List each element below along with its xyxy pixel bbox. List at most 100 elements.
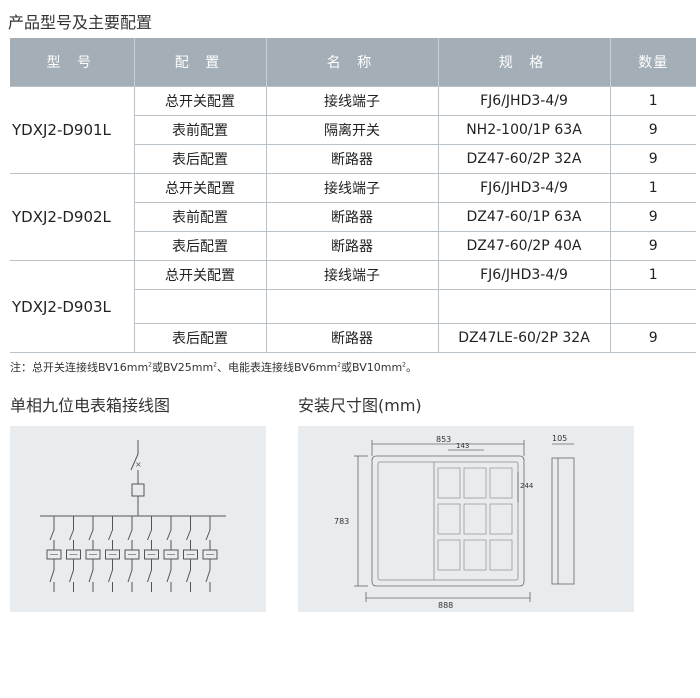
wiring-diagram-panel: × [10,426,266,612]
breaker-contact [127,569,133,583]
box-side-view [551,457,575,585]
dim-width-top: 853 [436,435,451,444]
header-config: 配 置 [134,38,267,87]
breaker-contact [166,569,172,583]
config-cell [134,289,267,324]
section-title-wiring-diagram: 单相九位电表箱接线图 [10,396,171,415]
spec-cell: FJ6/JHD3-4/9 [438,260,611,290]
model-cell: YDXJ2-D903L [10,260,135,353]
meter-bay [489,467,513,499]
dimension-drawing: 853 143 105 783 244 888 [334,434,575,610]
qty-cell: 9 [610,202,696,232]
box-front-view [371,455,525,587]
spec-cell: DZ47LE-60/2P 32A [438,323,611,353]
breaker-contact [186,569,191,583]
spec-table: 型 号 配 置 名 称 规 格 数量 YDXJ2-D901L 总开关配置 接线端… [10,38,696,353]
breaker-contact [147,569,152,583]
config-cell: 表后配置 [134,323,267,353]
table-row: YDXJ2-D902L 总开关配置 接线端子 FJ6/JHD3-4/9 1 [10,173,696,261]
main-switch-contact [130,453,139,471]
name-cell: 接线端子 [266,260,439,290]
dim-depth: 105 [552,434,567,443]
meter-bay [437,503,461,535]
header-model: 型 号 [10,38,135,87]
table-row: YDXJ2-D901L 总开关配置 接线端子 FJ6/JHD3-4/9 1 [10,86,696,174]
qty-cell [610,289,696,324]
table-row [10,289,696,324]
config-cell: 总开关配置 [134,86,267,116]
svg-text:×: × [135,460,142,469]
isolator-contact [186,529,191,541]
isolator-contact [69,529,74,541]
qty-cell: 9 [610,323,696,353]
name-cell: 断路器 [266,231,439,261]
isolator-contact [166,529,172,541]
meter-bay [463,467,487,499]
meter-bays [437,467,513,571]
model-cell: YDXJ2-D902L [10,173,135,261]
dim-width-bottom: 888 [438,601,453,610]
isolator-contact [108,529,113,541]
table-header-row: 型 号 配 置 名 称 规 格 数量 [10,38,696,87]
meter-branches [46,516,218,592]
meter-bay [489,503,513,535]
meter-bay [463,539,487,571]
dim-height: 783 [334,517,349,526]
spec-cell: FJ6/JHD3-4/9 [438,86,611,116]
qty-cell: 9 [610,115,696,145]
header-qty: 数量 [610,38,696,87]
qty-cell: 1 [610,86,696,116]
dim-bay-height: 244 [520,482,534,490]
table-row: 表前配置 断路器 DZ47-60/1P 63A 9 [10,202,696,232]
table-row: 表后配置 断路器 DZ47-60/2P 40A 9 [10,231,696,261]
dim-inner-width: 143 [456,442,469,450]
spec-cell: NH2-100/1P 63A [438,115,611,145]
section-title-install-dimensions: 安装尺寸图(mm) [298,396,422,415]
isolator-contact [88,529,94,541]
wiring-diagram: × [40,440,226,592]
dimension-panel: 853 143 105 783 244 888 [298,426,634,612]
meter-bay [463,503,487,535]
name-cell: 断路器 [266,323,439,353]
spec-cell: DZ47-60/2P 32A [438,144,611,174]
spec-cell: DZ47-60/2P 40A [438,231,611,261]
config-cell: 表前配置 [134,115,267,145]
spec-cell [438,289,611,324]
config-cell: 表后配置 [134,231,267,261]
name-cell: 隔离开关 [266,115,439,145]
spec-cell: FJ6/JHD3-4/9 [438,173,611,203]
breaker-contact [205,569,211,583]
config-cell: 表后配置 [134,144,267,174]
header-spec: 规 格 [438,38,611,87]
spec-cell: DZ47-60/1P 63A [438,202,611,232]
config-cell: 总开关配置 [134,173,267,203]
qty-cell: 9 [610,231,696,261]
qty-cell: 9 [610,144,696,174]
meter-bay [437,539,461,571]
qty-cell: 1 [610,173,696,203]
name-cell: 断路器 [266,144,439,174]
breaker-contact [108,569,113,583]
name-cell: 接线端子 [266,86,439,116]
table-row: YDXJ2-D903L 总开关配置 接线端子 FJ6/JHD3-4/9 1 [10,260,696,353]
meter-bay [437,467,461,499]
isolator-contact [49,529,55,541]
name-cell: 断路器 [266,202,439,232]
meter-bay [489,539,513,571]
name-cell: 接线端子 [266,173,439,203]
header-name: 名 称 [266,38,439,87]
table-row: 表后配置 断路器 DZ47LE-60/2P 32A 9 [10,323,696,353]
wiring-note: 注：总开关连接线BV16mm2或BV25mm2、电能表连接线BV6mm2或BV1… [10,361,417,374]
isolator-contact [127,529,133,541]
table-row: 表前配置 隔离开关 NH2-100/1P 63A 9 [10,115,696,145]
breaker-contact [88,569,94,583]
qty-cell: 1 [610,260,696,290]
name-cell [266,289,439,324]
breaker-contact [49,569,55,583]
breaker-contact [69,569,74,583]
main-terminal-block [131,483,145,497]
model-cell: YDXJ2-D901L [10,86,135,174]
isolator-contact [147,529,152,541]
isolator-contact [205,529,211,541]
section-title-product-config: 产品型号及主要配置 [8,13,153,32]
